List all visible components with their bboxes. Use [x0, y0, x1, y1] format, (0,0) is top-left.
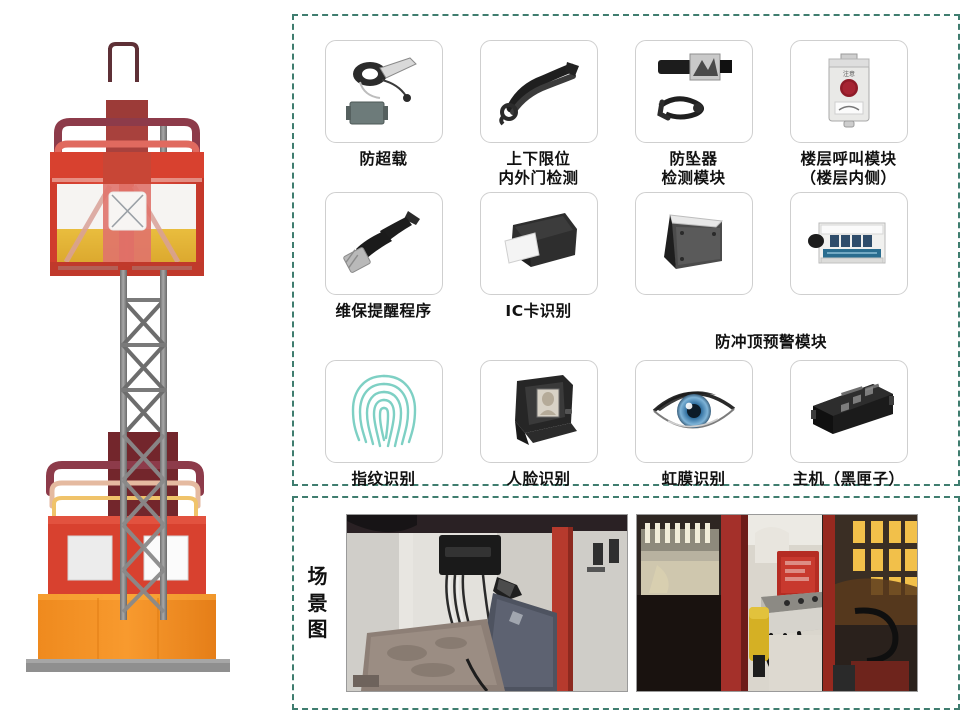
module-cell-fingerprint[interactable]: 指纹识别: [306, 359, 461, 489]
upper-cage: [50, 42, 204, 276]
usb-key-icon: [342, 211, 420, 274]
module-cell-black-box-host[interactable]: 主机（黑匣子）: [771, 359, 926, 489]
card-iris-recognition[interactable]: [634, 359, 753, 463]
lower-cage: [26, 432, 230, 672]
card-ic-card[interactable]: [479, 191, 598, 295]
limit-switch-cable-icon: [498, 61, 579, 125]
anti-fall-detector-icon: [656, 53, 732, 120]
caption-spacer: [306, 326, 616, 352]
anti-topping-controller-icon: [807, 222, 885, 264]
module-row-2: 维保提醒程序 IC卡识别: [306, 191, 946, 321]
card-anti-fall[interactable]: [634, 40, 753, 143]
module-label-anti-fall: 防坠器 检测模块: [661, 150, 726, 187]
mast-through-upper: [120, 270, 167, 330]
module-cell-face-recognition[interactable]: 人脸识别: [461, 359, 616, 489]
module-row-3: 指纹识别 人脸识别: [306, 359, 946, 489]
scene-label-char-3: 图: [307, 617, 329, 642]
module-label-fingerprint: 指纹识别: [351, 469, 416, 488]
scene-photo-cabin-interior-controller[interactable]: [346, 514, 628, 692]
scene-label: 场 景 图: [298, 563, 338, 642]
card-maintenance-usb[interactable]: [324, 191, 443, 295]
card-overload[interactable]: [324, 40, 443, 143]
module-cell-anti-topping-sensor[interactable]: [616, 191, 771, 295]
anti-topping-sensor-icon: [663, 214, 723, 270]
floor-call-module-icon: 注意: [828, 53, 869, 127]
mast-foreground: [120, 420, 167, 620]
module-cell-limit-switch[interactable]: 上下限位 内外门检测: [461, 40, 616, 188]
overload-sensor-icon: [345, 56, 417, 124]
module-cell-anti-topping-controller[interactable]: [771, 191, 926, 295]
module-cell-maintenance-usb[interactable]: 维保提醒程序: [306, 191, 461, 321]
module-label-floor-call: 楼层呼叫模块 （楼层内侧）: [800, 150, 897, 187]
module-label-iris-recognition: 虹膜识别: [661, 469, 726, 488]
ic-card-reader-icon: [503, 213, 577, 268]
module-cell-floor-call[interactable]: 注意 楼层呼叫模块 （楼层内侧）: [771, 40, 926, 188]
card-face-recognition[interactable]: [479, 359, 598, 463]
card-fingerprint[interactable]: [324, 359, 443, 463]
module-label-black-box-host: 主机（黑匣子）: [792, 469, 905, 488]
module-label-limit-switch: 上下限位 内外门检测: [498, 150, 579, 187]
construction-hoist-illustration: [0, 0, 286, 724]
scene-label-char-2: 景: [307, 590, 329, 615]
scene-section: 场 景 图: [292, 496, 960, 710]
scene-photo-1-art: [347, 515, 627, 691]
module-cell-ic-card[interactable]: IC卡识别: [461, 191, 616, 321]
module-row-2-captions: 防冲顶预警模块: [306, 326, 946, 352]
module-row-1: 防超载 上下限位 内外门检测: [306, 40, 946, 188]
card-anti-topping-sensor[interactable]: [634, 191, 753, 295]
fingerprint-icon: [351, 374, 416, 448]
module-cell-overload[interactable]: 防超载: [306, 40, 461, 169]
right-column: 防超载 上下限位 内外门检测: [288, 0, 979, 724]
module-label-overload: 防超载: [359, 150, 408, 168]
equipment-modules-grid: 防超载 上下限位 内外门检测: [292, 14, 960, 489]
scene-label-char-1: 场: [307, 564, 329, 589]
module-cell-iris-recognition[interactable]: 虹膜识别: [616, 359, 771, 489]
iris-recognition-eye-icon: [652, 391, 735, 429]
svg-text:注意: 注意: [842, 70, 854, 78]
scene-photo-cabin-door-equipment[interactable]: [636, 514, 918, 692]
module-label-anti-topping: 防冲顶预警模块: [714, 332, 827, 351]
card-black-box-host[interactable]: [789, 359, 908, 463]
black-box-host-icon: [810, 383, 894, 435]
module-label-face-recognition: 人脸识别: [506, 469, 571, 488]
module-label-maintenance-usb: 维保提醒程序: [335, 301, 432, 320]
card-floor-call[interactable]: 注意: [789, 40, 908, 143]
module-cell-anti-fall[interactable]: 防坠器 检测模块: [616, 40, 771, 188]
card-anti-topping-controller[interactable]: [789, 191, 908, 295]
module-label-ic-card: IC卡识别: [505, 301, 572, 320]
face-recognition-terminal-icon: [514, 375, 577, 446]
hoist-svg: [26, 42, 230, 672]
card-limit-switch[interactable]: [479, 40, 598, 143]
scene-photo-2-art: [637, 515, 917, 691]
